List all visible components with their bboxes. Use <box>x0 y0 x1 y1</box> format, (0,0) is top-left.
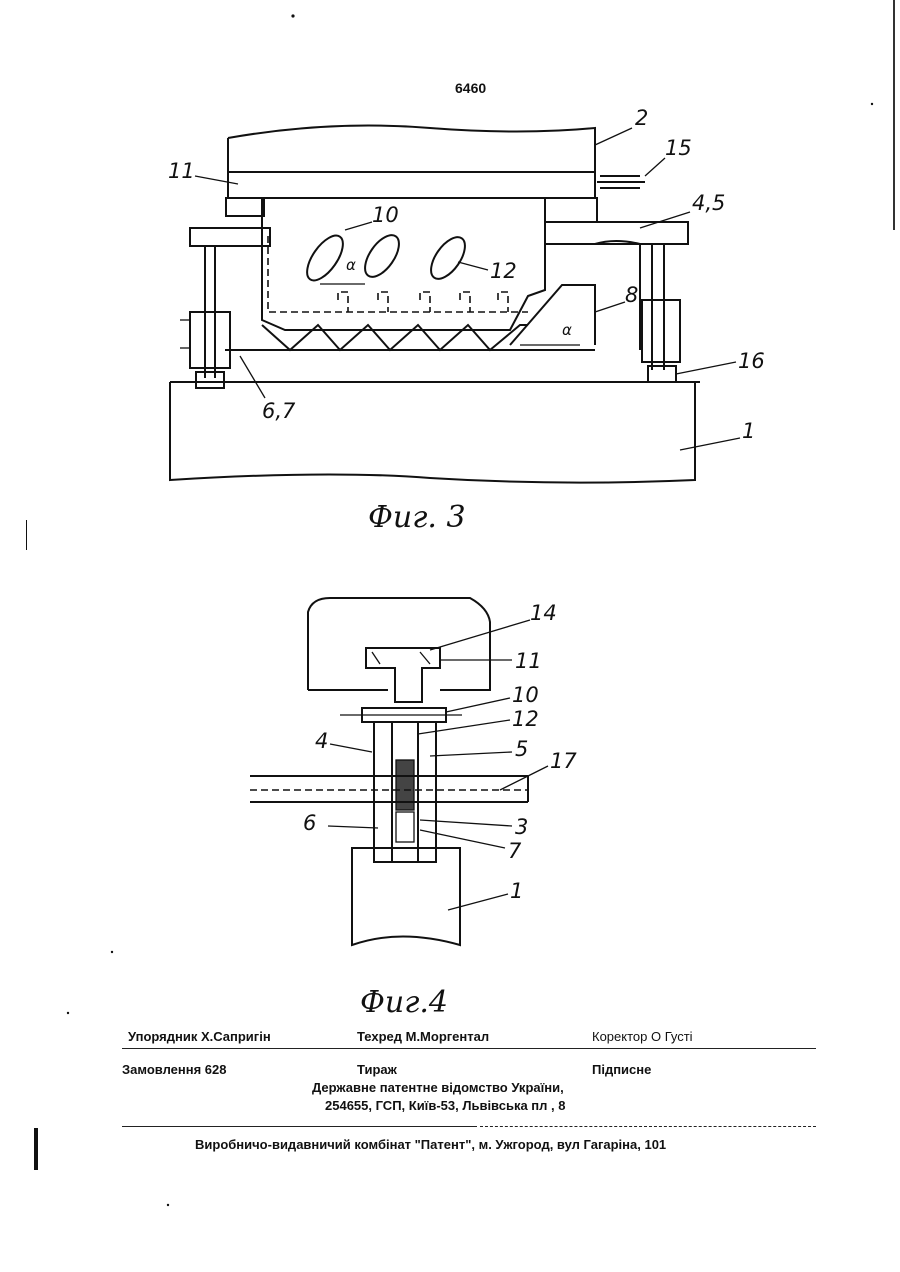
fig4-label: 1 <box>510 879 523 903</box>
fig4-label: 14 <box>530 601 557 625</box>
fig4-label: 3 <box>515 815 528 839</box>
fig4-label: 10 <box>512 683 539 707</box>
scan-edge-right <box>893 0 895 230</box>
imprint-divider-bottom-right <box>480 1126 816 1127</box>
imprint-divider-top <box>122 1048 816 1049</box>
imprint-publisher: Виробничо-видавничий комбінат "Патент", … <box>195 1137 666 1152</box>
imprint-divider-bottom-left <box>122 1126 477 1127</box>
fig4-label: 5 <box>515 737 528 761</box>
fig4-label: 11 <box>515 649 542 673</box>
imprint-office-line1: Державне патентне відомство України, <box>312 1080 564 1095</box>
imprint-subscription: Підписне <box>592 1062 651 1077</box>
fig4-label: 17 <box>550 749 577 773</box>
figure-4-caption: Фиг.4 <box>360 985 448 1020</box>
imprint-office-line2: 254655, ГСП, Київ-53, Львівська пл , 8 <box>325 1098 565 1113</box>
imprint-order: Замовлення 628 <box>122 1062 227 1077</box>
scan-edge-left <box>34 1128 38 1170</box>
imprint-corrector: Коректор О Густі <box>592 1029 693 1044</box>
fig4-label: 7 <box>508 839 522 863</box>
imprint-circulation: Тираж <box>357 1062 397 1077</box>
figure-3-caption: Фиг. 3 <box>368 500 466 535</box>
imprint-compiler: Упорядник Х.Сапригін <box>128 1029 271 1044</box>
scan-edge-mark <box>26 520 27 550</box>
imprint-tech-editor: Техред М.Моргентал <box>357 1029 489 1044</box>
fig4-label: 4 <box>315 729 328 753</box>
fig4-label: 12 <box>512 707 539 731</box>
fig4-label: 6 <box>303 811 316 835</box>
